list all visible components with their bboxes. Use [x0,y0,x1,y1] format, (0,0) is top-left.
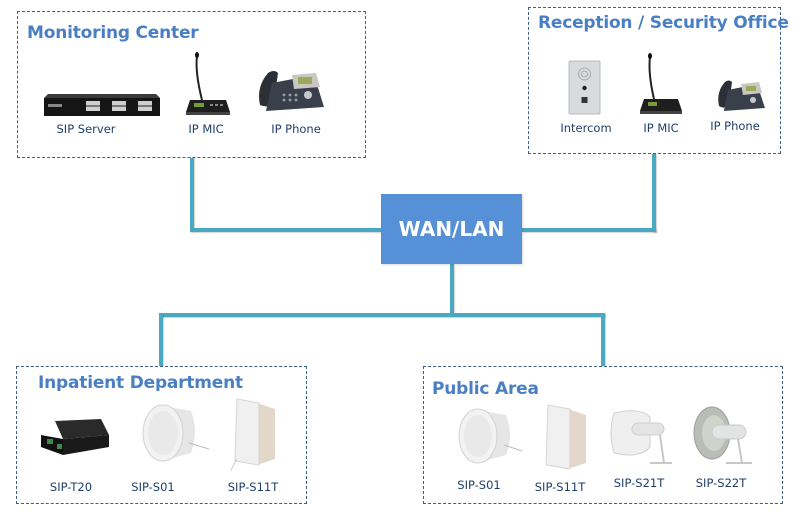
connector-monitoring-vertical [190,157,194,231]
zone-inpatient-department: Inpatient Department SIP-T20 SIP-S01 SIP… [16,366,307,504]
wan-lan-hub: WAN/LAN [381,194,522,264]
connector-public-vertical [601,313,605,367]
zone-reception-security-office: Reception / Security Office Intercom IP … [528,7,789,154]
device-label: IP MIC [643,121,679,135]
sip-server-icon [44,94,160,116]
amplifier-box-icon [41,419,109,455]
zone-monitoring-center: Monitoring Center SIP Server IP MIC IP P… [17,11,366,158]
wall-speaker-icon [545,404,586,470]
connector-monitoring-horizontal [190,228,382,232]
device-label: SIP-S11T [534,480,586,494]
device-label: IP Phone [710,119,760,133]
zone-title: Public Area [432,379,539,399]
device-label: SIP-S01 [131,480,175,494]
device-label: SIP-S01 [457,478,501,492]
device-label: SIP-S22T [695,476,747,490]
device-label: SIP Server [56,122,116,136]
ip-phone-icon [259,71,324,111]
device-label: IP Phone [271,122,321,136]
zone-title: Reception / Security Office [538,13,789,33]
wall-speaker-icon [230,398,275,472]
intercom-icon [568,60,601,115]
device-label: IP MIC [188,122,224,136]
ip-phone-icon [718,80,765,111]
zone-title: Inpatient Department [38,373,243,391]
round-horn-speaker-icon [693,406,752,464]
ceiling-speaker-icon [458,408,523,464]
connector-hub-down [450,264,454,316]
connector-inpatient-vertical [159,313,163,367]
connector-reception-horizontal [522,228,656,232]
device-label: SIP-S21T [613,476,665,490]
device-label: SIP-S11T [227,480,279,494]
zone-public-area: Public Area SIP-S01 SIP-S11T SIP-S21T SI… [423,366,783,504]
hub-label: WAN/LAN [398,217,505,241]
zone-title: Monitoring Center [27,23,199,43]
ceiling-speaker-icon [142,404,210,462]
ip-mic-icon [186,52,230,115]
device-label: SIP-T20 [49,480,93,494]
horn-speaker-icon [610,410,672,464]
connector-reception-vertical [652,153,656,232]
ip-mic-icon [640,53,682,114]
connector-bottom-bus [159,313,605,317]
device-label: Intercom [560,121,612,135]
